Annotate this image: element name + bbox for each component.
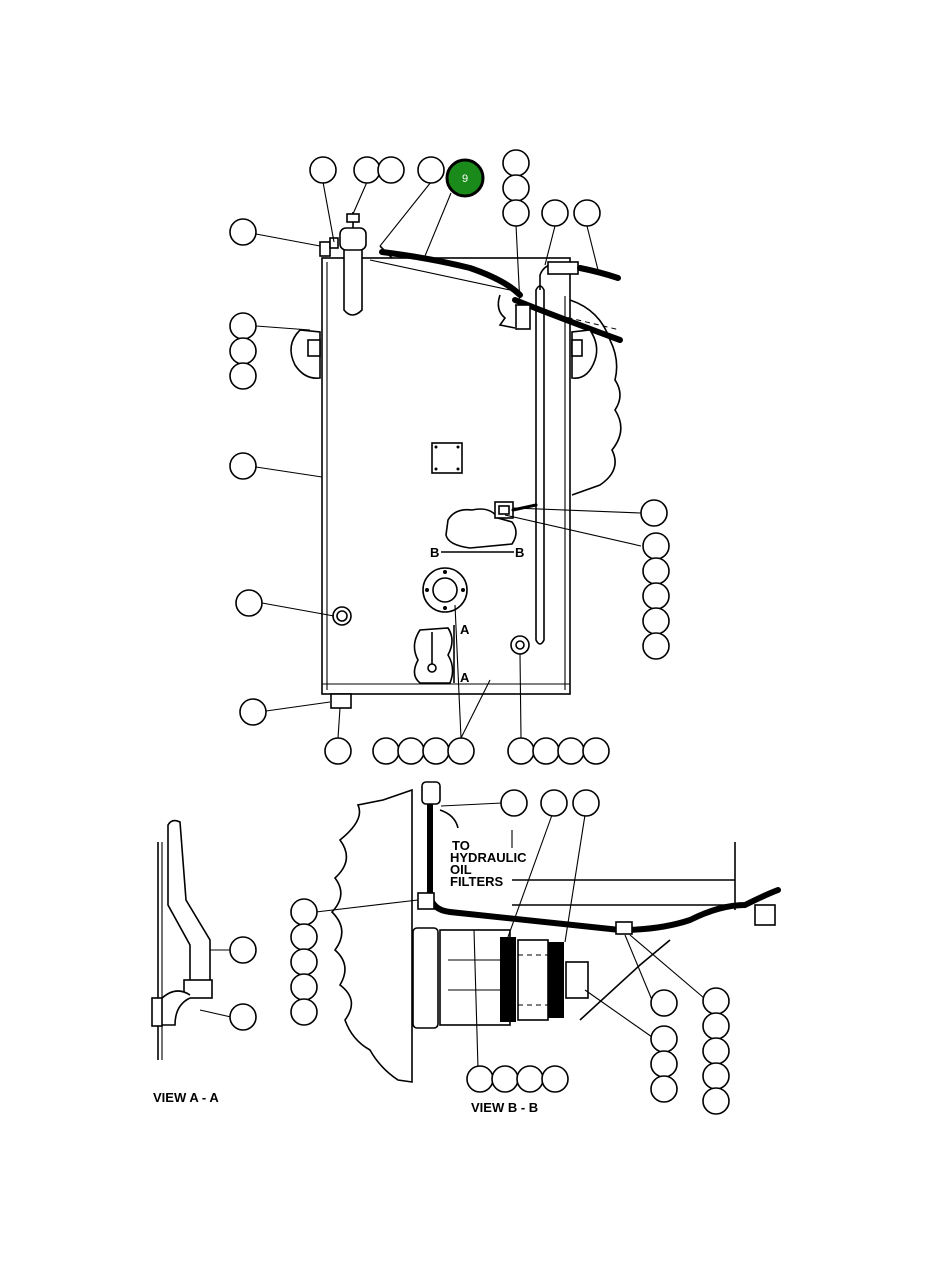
callout[interactable] [702, 1012, 730, 1040]
callout[interactable] [532, 737, 560, 765]
callout[interactable] [500, 789, 528, 817]
callout[interactable] [502, 174, 530, 202]
callout[interactable] [229, 362, 257, 390]
view-a-caption: VIEW A - A [153, 1090, 219, 1105]
callout[interactable] [582, 737, 610, 765]
callout[interactable] [573, 199, 601, 227]
view-b-b: TO HYDRAULIC OIL FILTERS [290, 781, 781, 1115]
sight-tube [535, 285, 545, 645]
callout[interactable] [229, 1003, 257, 1031]
callouts-main: 9 [229, 149, 670, 765]
fitting-top-left [319, 241, 331, 257]
callout-highlighted-number: 9 [462, 173, 468, 185]
callout[interactable] [702, 1037, 730, 1065]
break-line-right [569, 299, 622, 496]
callout[interactable] [650, 989, 678, 1017]
callout[interactable] [502, 199, 530, 227]
callout[interactable] [702, 1087, 730, 1115]
callout[interactable] [397, 737, 425, 765]
view-b-caption: VIEW B - B [471, 1100, 538, 1115]
callout[interactable] [502, 149, 530, 177]
callout[interactable] [572, 789, 600, 817]
callout[interactable] [491, 1065, 519, 1093]
callout[interactable] [229, 337, 257, 365]
callout[interactable] [324, 737, 352, 765]
callout[interactable] [229, 936, 257, 964]
filler-cap [339, 227, 367, 251]
callout[interactable] [290, 898, 318, 926]
to-hydraulic-line2: HYDRAULIC [450, 850, 527, 865]
a-a-pipe [167, 819, 211, 986]
callout[interactable] [229, 218, 257, 246]
callout[interactable] [516, 1065, 544, 1093]
leader-lines-main [255, 181, 642, 739]
callout[interactable] [702, 1062, 730, 1090]
callout[interactable] [540, 789, 568, 817]
callout[interactable] [642, 557, 670, 585]
callout[interactable] [309, 156, 337, 184]
callout[interactable] [422, 737, 450, 765]
callout[interactable] [377, 156, 405, 184]
section-b-right: B [515, 545, 524, 560]
callout[interactable] [557, 737, 585, 765]
callout[interactable] [650, 1050, 678, 1078]
callout[interactable] [541, 199, 569, 227]
to-hydraulic-line1: TO [452, 838, 470, 853]
callout[interactable] [447, 737, 475, 765]
callout[interactable] [642, 607, 670, 635]
callout[interactable] [417, 156, 445, 184]
cutaway-a [413, 627, 454, 684]
callout[interactable] [290, 973, 318, 1001]
callout[interactable] [229, 312, 257, 340]
return-hose [379, 249, 523, 298]
b-b-tank-wall [330, 788, 413, 1083]
tank-body [321, 257, 571, 695]
hydraulic-tank-main-view: B B A A [290, 212, 623, 709]
callout[interactable] [372, 737, 400, 765]
section-a-top: A [460, 622, 470, 637]
bottom-fitting [330, 693, 352, 709]
section-b-left: B [430, 545, 439, 560]
callout[interactable] [353, 156, 381, 184]
callout[interactable] [507, 737, 535, 765]
callout[interactable] [290, 998, 318, 1026]
view-a-a: VIEW A - A [151, 819, 257, 1105]
callout[interactable] [235, 589, 263, 617]
callout[interactable] [640, 499, 668, 527]
callout[interactable] [650, 1075, 678, 1103]
callout[interactable] [642, 532, 670, 560]
callout[interactable] [466, 1065, 494, 1093]
callout[interactable] [650, 1025, 678, 1053]
callout[interactable] [290, 923, 318, 951]
callout[interactable] [702, 987, 730, 1015]
callout[interactable] [642, 582, 670, 610]
callout[interactable] [239, 698, 267, 726]
callout[interactable] [642, 632, 670, 660]
filler-neck [343, 250, 363, 316]
section-a-bottom: A [460, 670, 470, 685]
callout[interactable] [290, 948, 318, 976]
callout[interactable] [229, 452, 257, 480]
callout[interactable] [541, 1065, 569, 1093]
callout-highlighted[interactable] [445, 158, 485, 198]
to-hydraulic-line4: FILTERS [450, 874, 504, 889]
to-hydraulic-line3: OIL [450, 862, 472, 877]
